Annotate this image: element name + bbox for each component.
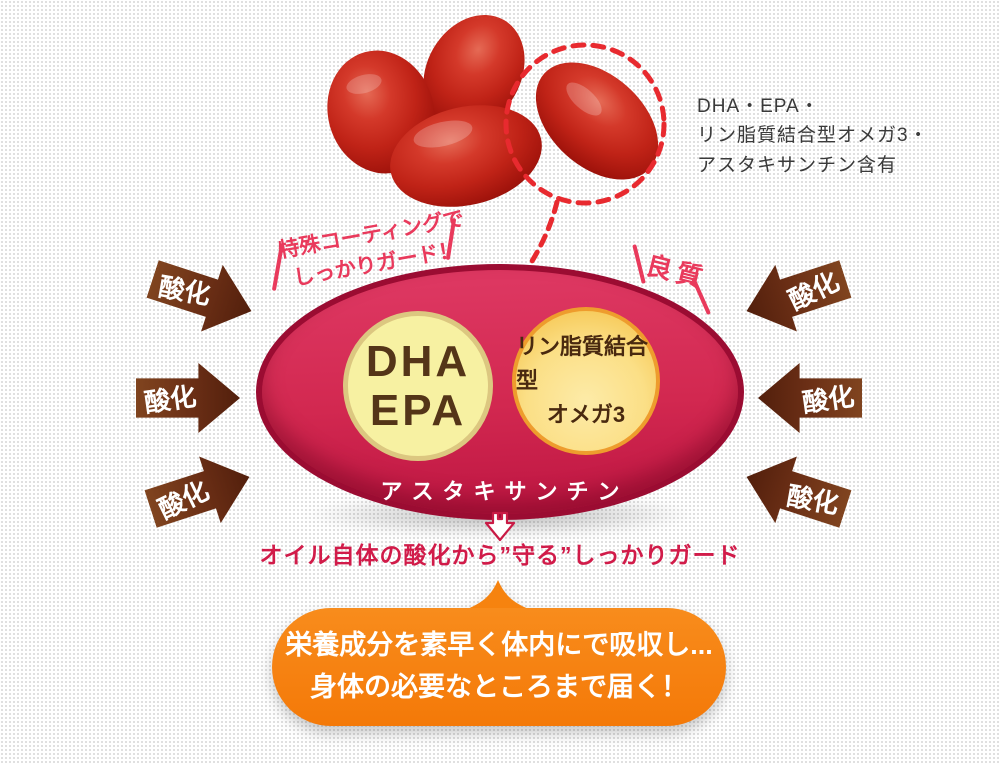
oxidation-arrow-label: 酸化 <box>156 271 213 311</box>
oxidation-arrow-label: 酸化 <box>800 381 857 418</box>
magnifier-dotted-circle <box>503 42 667 206</box>
oxidation-arrow: 酸化 <box>758 363 862 433</box>
capsule <box>535 62 659 180</box>
core-ellipse <box>256 264 744 520</box>
ingredients-note: DHA・EPA・ リン脂質結合型オメガ3・ アスタキサンチン含有 <box>697 92 929 180</box>
dha-label: DHA <box>365 336 471 386</box>
bubble-text-line2: 身体の必要なところまで届く！ <box>310 672 688 702</box>
guard-caption: オイル自体の酸化から”守る”しっかりガード <box>259 542 741 568</box>
absorption-bubble: 栄養成分を素早く体内にで吸収し... 身体の必要なところまで届く！ <box>268 576 730 728</box>
epa-label: EPA <box>369 386 467 435</box>
capsule-highlight <box>346 74 382 94</box>
ingredients-note-line1: DHA・EPA・ <box>697 96 820 117</box>
omega-circle: リン脂質結合型 オメガ3 <box>512 307 660 455</box>
astaxanthin-band: アスタキサンチン <box>380 479 629 504</box>
down-double-arrow-icon <box>484 511 516 542</box>
capsule-highlight <box>413 120 473 148</box>
capsule-highlight <box>566 82 602 116</box>
ingredients-note-line2: リン脂質結合型オメガ3・ <box>697 125 929 147</box>
oxidation-arrow-label: 酸化 <box>784 480 842 520</box>
omega-label-line1: リン脂質結合型 <box>516 333 649 393</box>
dha-epa-circle: DHA EPA <box>343 311 493 461</box>
oxidation-arrow-label: 酸化 <box>142 381 199 418</box>
oxidation-arrow: 酸化 <box>136 363 240 433</box>
ingredients-note-line3: アスタキサンチン含有 <box>697 154 898 176</box>
capsule <box>423 14 525 130</box>
omega-label-line2: オメガ3 <box>546 402 626 428</box>
bubble-body: 栄養成分を素早く体内にで吸収し... 身体の必要なところまで届く！ <box>272 608 726 726</box>
bubble-text-line1: 栄養成分を素早く体内にで吸収し... <box>285 630 713 661</box>
callout-dashed-line <box>526 199 560 269</box>
